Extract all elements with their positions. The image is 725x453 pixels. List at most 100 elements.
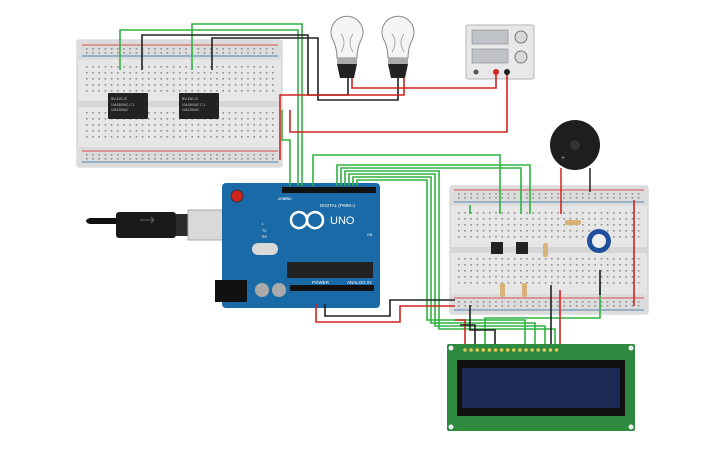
breadboard-hole [259, 90, 262, 92]
breadboard-hole [179, 84, 181, 86]
breadboard-hole [619, 193, 621, 195]
breadboard-hole [129, 72, 131, 74]
breadboard-hole [197, 66, 200, 68]
breadboard-hole [613, 282, 615, 284]
breadboard-hole [501, 212, 503, 214]
breadboard-hole [117, 48, 119, 50]
svg-text:+: + [561, 155, 565, 162]
breadboard-hole [222, 48, 224, 50]
breadboard-hole [210, 52, 212, 54]
lcd-pin [512, 348, 516, 352]
breadboard-right[interactable] [449, 185, 649, 315]
breadboard-hole [123, 90, 125, 92]
breadboard-hole [98, 136, 100, 138]
breadboard-hole [464, 264, 466, 266]
push-button-2[interactable] [516, 242, 528, 254]
piezo-buzzer[interactable]: + [550, 120, 600, 205]
breadboard-hole [532, 236, 534, 238]
lcd-pin [536, 348, 540, 352]
breadboard-hole [104, 112, 107, 114]
breadboard-hole [247, 78, 249, 80]
breadboard-hole [117, 154, 119, 156]
breadboard-hole [482, 218, 485, 220]
lcd-16x2[interactable] [447, 344, 635, 431]
breadboard-hole [247, 84, 249, 86]
breadboard-hole [86, 72, 88, 74]
breadboard-hole [216, 72, 218, 74]
breadboard-hole [526, 212, 528, 214]
breadboard-hole [154, 66, 156, 68]
breadboard-hole [86, 154, 88, 156]
breadboard-hole [117, 52, 119, 54]
breadboard-hole [253, 158, 255, 160]
breadboard-hole [551, 230, 553, 232]
l-label: L [262, 222, 264, 226]
breadboard-hole [104, 154, 107, 156]
breadboard-hole [185, 154, 187, 156]
breadboard-hole [210, 90, 212, 92]
power-supply[interactable] [465, 24, 535, 80]
breadboard-hole [203, 52, 206, 54]
breadboard-hole [86, 78, 88, 80]
breadboard-hole [179, 66, 181, 68]
breadboard-hole [216, 66, 218, 68]
breadboard-hole [253, 136, 255, 138]
breadboard-hole [557, 218, 559, 220]
breadboard-hole [160, 48, 162, 50]
breadboard-hole [470, 264, 472, 266]
breadboard-hole [228, 84, 231, 86]
breadboard-hole [160, 90, 162, 92]
arduino-uno-board[interactable]: UNO DIGITAL (PWM~) POWER ANALOG IN AREF … [215, 183, 380, 308]
breadboard-hole [92, 112, 94, 114]
breadboard-hole [458, 197, 460, 199]
breadboard-hole [495, 282, 497, 284]
breadboard-hole [482, 197, 485, 199]
breadboard-hole [557, 212, 559, 214]
breadboard-hole [588, 193, 590, 195]
breadboard-hole [172, 72, 175, 74]
lcd-pin [469, 348, 473, 352]
breadboard-hole [532, 197, 534, 199]
breadboard-hole [501, 264, 503, 266]
breadboard-hole [526, 276, 528, 278]
breadboard-hole [203, 136, 206, 138]
breadboard-hole [582, 301, 584, 303]
breadboard-hole [495, 301, 497, 303]
breadboard-hole [575, 282, 578, 284]
relay-label-line2: 10A250VAC C 1 [111, 103, 134, 107]
light-bulb-2[interactable] [381, 15, 415, 78]
breadboard-hole [191, 154, 193, 156]
breadboard-hole [520, 230, 522, 232]
breadboard-hole [265, 48, 268, 50]
breadboard-hole [631, 224, 634, 226]
breadboard-hole [247, 158, 249, 160]
light-bulb-1[interactable] [330, 15, 364, 78]
breadboard-hole [210, 136, 212, 138]
breadboard-hole [526, 230, 528, 232]
tx-label: TX [262, 229, 267, 233]
breadboard-hole [253, 154, 255, 156]
relay-module-2[interactable]: 5V-DC-S 10A250VAC C 1 10A125VAC [179, 93, 219, 119]
aref-label: AREF [278, 197, 287, 201]
push-button-1[interactable] [491, 242, 503, 254]
breadboard-hole [495, 270, 497, 272]
breadboard-hole [259, 158, 262, 160]
breadboard-hole [259, 124, 262, 126]
breadboard-hole [241, 72, 243, 74]
breadboard-hole [606, 305, 609, 307]
power-header-label: POWER [312, 280, 330, 285]
breadboard-hole [526, 193, 528, 195]
breadboard-hole [625, 305, 627, 307]
breadboard-hole [216, 84, 218, 86]
breadboard-hole [247, 124, 249, 126]
lcd-pin [548, 348, 553, 352]
breadboard-hole [135, 66, 138, 68]
potentiometer[interactable] [587, 229, 611, 253]
breadboard-hole [557, 282, 559, 284]
breadboard-hole [538, 218, 541, 220]
breadboard-hole [216, 158, 218, 160]
gnd-label: GND [284, 197, 292, 201]
breadboard-hole [563, 212, 565, 214]
relay-module-1[interactable]: 5V-DC-S 10A250VAC C 1 10A125VAC [108, 93, 148, 119]
breadboard-hole [265, 112, 268, 114]
